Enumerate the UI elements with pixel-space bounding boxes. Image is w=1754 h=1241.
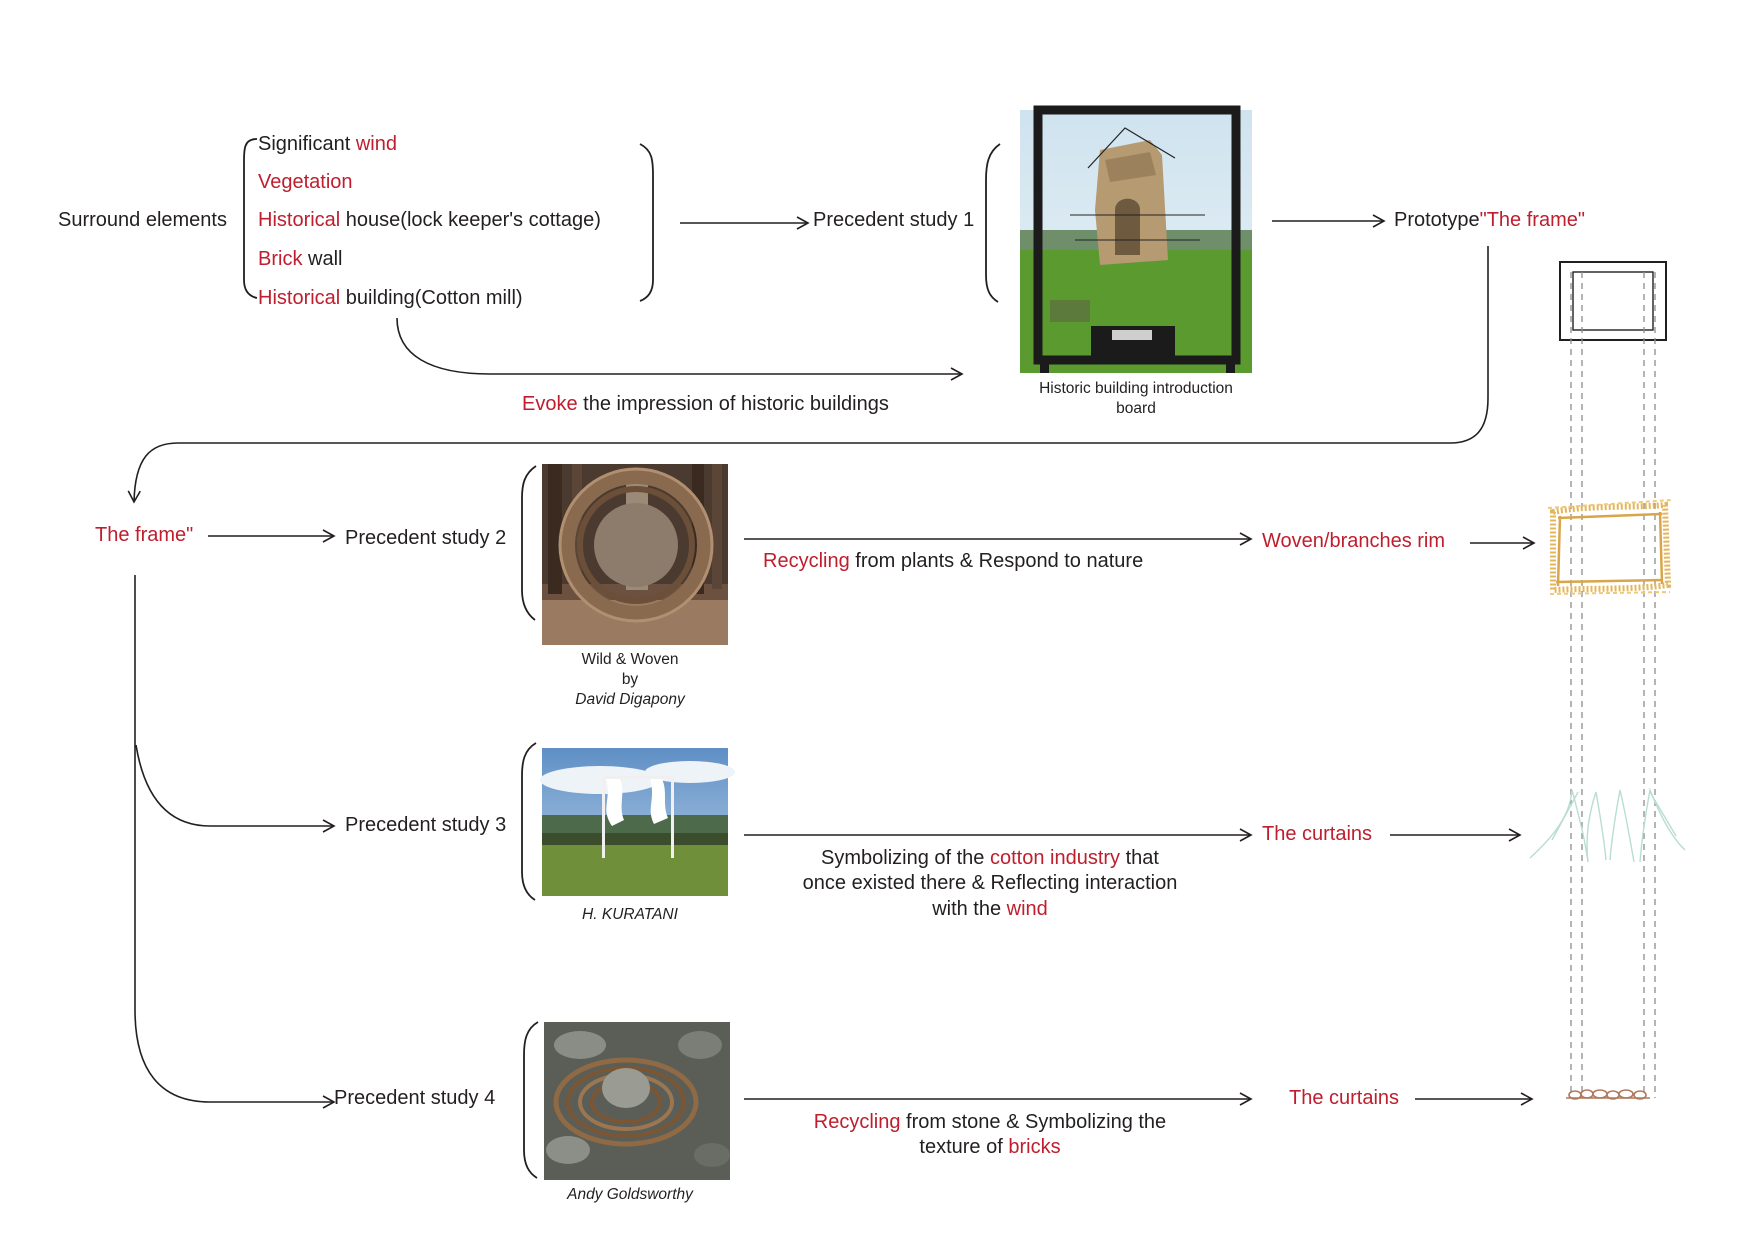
study3-desc-line1: Symbolizing of the cotton industry that — [770, 846, 1210, 871]
curtains-label-1: The curtains — [1262, 823, 1373, 845]
study4-desc-l2-a: texture of — [919, 1136, 1009, 1159]
study3-desc-l1-a: Symbolizing of the — [821, 847, 990, 869]
study3-desc-l3-a: with the — [932, 897, 1007, 920]
study4-desc-line2: texture of bricks — [770, 1135, 1210, 1160]
prototype-text: Prototype — [1394, 209, 1480, 231]
surround-item-4-text: wall — [302, 248, 343, 270]
the-frame-label: The frame" — [95, 524, 194, 546]
study3-desc-l1-b: that — [1120, 847, 1159, 869]
study2-description: Recycling from plants & Respond to natur… — [763, 550, 1143, 572]
branch-to-study4 — [134, 1009, 336, 1109]
board-photo — [1020, 105, 1252, 373]
precedent-study-2-label: Precedent study 2 — [345, 527, 507, 549]
surround-item-3-text: house(lock keeper's cottage) — [340, 209, 601, 231]
surround-item-5-red: Historical — [258, 287, 341, 309]
study2-desc-text: from plants & Respond to nature — [849, 550, 1144, 572]
surround-item-3-red: Historical — [258, 209, 341, 231]
evoke-red: Evoke — [522, 393, 578, 415]
study4-desc-l1-red: Recycling — [813, 1111, 901, 1133]
surround-item-1-text: Significant — [258, 133, 356, 155]
goldsworthy-photo — [544, 1022, 730, 1180]
wild-woven-caption-1: Wild & Woven — [581, 651, 679, 668]
surround-item-5: Historical building(Cotton mill) — [258, 287, 523, 309]
wild-woven-caption-2: by — [621, 671, 639, 688]
goldsworthy-caption: Andy Goldsworthy — [567, 1186, 693, 1203]
surround-brace-right — [639, 143, 654, 302]
curtains-label-2: The curtains — [1289, 1087, 1400, 1109]
kuratani-caption: H. KURATANI — [582, 906, 678, 923]
surround-elements-label: Surround elements — [58, 209, 227, 231]
stones-sketch — [1566, 1089, 1650, 1100]
wild-woven-photo — [542, 464, 728, 645]
woven-rim-sketch — [1547, 499, 1673, 595]
frame-model — [1559, 261, 1667, 1098]
woven-rim-label: Woven/branches rim — [1262, 530, 1446, 552]
surround-item-4-red: Brick — [258, 248, 303, 270]
evoke-text: the impression of historic buildings — [577, 393, 889, 415]
study2-brace — [521, 465, 537, 621]
surround-item-1-red: wind — [355, 133, 397, 155]
study4-description: Recycling from stone & Symbolizing the t… — [770, 1110, 1210, 1161]
surround-brace-left — [243, 138, 258, 299]
connector-prototype-to-frame — [127, 246, 1489, 504]
branch-to-study3 — [135, 744, 336, 833]
study4-desc-l2-red: bricks — [1008, 1136, 1061, 1159]
study4-brace — [523, 1021, 539, 1179]
surround-item-2: Vegetation — [258, 171, 353, 193]
study4-desc-line1: Recycling from stone & Symbolizing the — [770, 1110, 1210, 1135]
curtains-sketch — [1529, 787, 1686, 863]
wild-woven-caption-3: David Digapony — [575, 691, 685, 708]
study3-desc-line2: once existed there & Reflecting interact… — [802, 872, 1178, 895]
surround-item-3: Historical house(lock keeper's cottage) — [258, 209, 601, 231]
prototype-label: Prototype"The frame" — [1394, 209, 1585, 231]
prototype-red: "The frame" — [1479, 209, 1585, 231]
arrow-historical-to-board — [396, 317, 964, 381]
study3-brace — [521, 742, 537, 901]
study3-desc-l1-red: cotton industry — [989, 847, 1121, 869]
study4-desc-l1-b: from stone & Symbolizing the — [900, 1111, 1167, 1133]
evoke-caption: Evoke the impression of historic buildin… — [522, 393, 889, 415]
surround-item-5-text: building(Cotton mill) — [340, 287, 523, 309]
surround-item-1: Significant wind — [258, 133, 397, 155]
precedent-study-4-label: Precedent study 4 — [334, 1087, 496, 1109]
study3-desc-l3-red: wind — [1006, 897, 1048, 920]
study1-brace — [985, 143, 1001, 303]
study3-desc-line3: with the wind — [770, 897, 1210, 922]
surround-item-4: Brick wall — [258, 248, 342, 270]
board-caption: Historic building introduction board — [1039, 380, 1233, 417]
kuratani-photo — [540, 748, 735, 896]
study2-desc-red: Recycling — [763, 550, 850, 572]
study3-description: Symbolizing of the cotton industry that … — [770, 846, 1210, 922]
precedent-study-1-label: Precedent study 1 — [813, 209, 975, 231]
precedent-study-3-label: Precedent study 3 — [345, 814, 507, 836]
